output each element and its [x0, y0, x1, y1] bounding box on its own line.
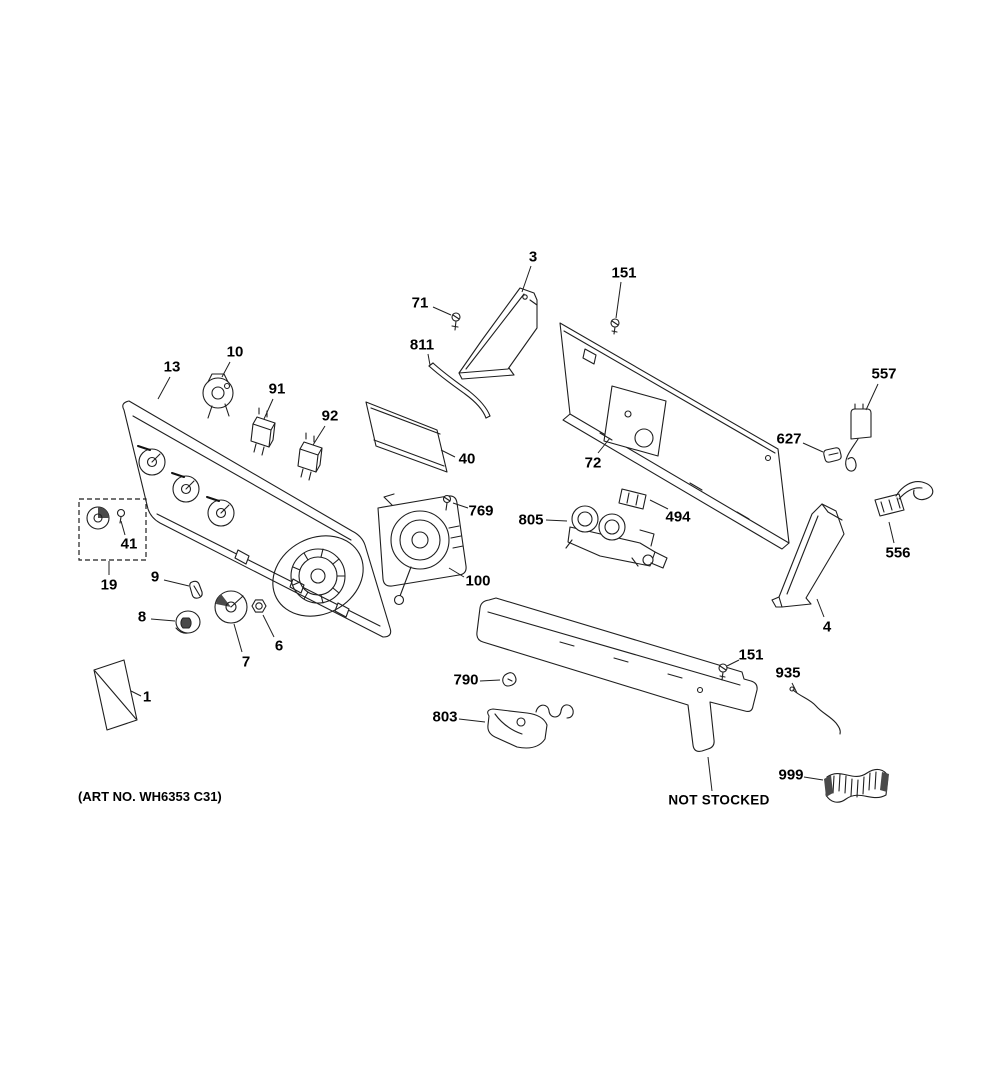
screw-151-bottom-drawing — [718, 663, 728, 681]
callout-6: 6 — [274, 637, 284, 655]
leader-line-3 — [521, 265, 532, 293]
callout-41: 41 — [120, 535, 138, 553]
callout-40: 40 — [458, 450, 476, 468]
leader-line-9 — [163, 579, 190, 587]
panel-insert-40-drawing — [365, 401, 448, 473]
screw-71-drawing — [451, 312, 461, 331]
bottom-bracket-drawing — [476, 597, 758, 752]
leader-lines-layer — [108, 265, 895, 792]
leader-line-not-stocked — [707, 756, 713, 792]
callout-627: 627 — [776, 430, 802, 448]
connector-494-drawing — [618, 488, 647, 510]
leader-line-13 — [157, 376, 171, 400]
leader-line-1 — [130, 690, 142, 697]
switch-92-drawing — [297, 432, 323, 481]
callout-not-stocked: NOT STOCKED — [668, 792, 770, 808]
callout-811: 811 — [409, 336, 435, 354]
leader-line-8 — [150, 618, 176, 622]
leader-line-999 — [803, 776, 824, 781]
leader-line-811 — [427, 353, 431, 366]
leader-line-494 — [649, 499, 669, 510]
callout-71: 71 — [411, 294, 429, 312]
callout-8: 8 — [137, 608, 147, 626]
leader-line-627 — [802, 442, 824, 453]
clip-790-drawing — [502, 672, 517, 687]
callout-91: 91 — [268, 380, 286, 398]
instruction-sheet-drawing — [93, 659, 138, 731]
callout-4: 4 — [822, 618, 832, 636]
callout-805: 805 — [518, 511, 544, 529]
leader-line-4 — [816, 598, 825, 618]
leader-line-790 — [479, 679, 501, 682]
callout-100: 100 — [465, 572, 491, 590]
callout-790: 790 — [453, 671, 479, 689]
rear-panel-drawing — [559, 322, 790, 550]
leader-line-935 — [791, 682, 798, 694]
leader-line-40 — [440, 449, 456, 458]
leader-line-72 — [597, 437, 611, 454]
callout-556: 556 — [885, 544, 911, 562]
hose-811-drawing — [428, 362, 491, 419]
switch-91-drawing — [250, 407, 276, 456]
callout-9: 9 — [150, 568, 160, 586]
leader-line-7 — [233, 623, 243, 653]
water-valve-drawing — [565, 505, 668, 569]
leader-line-151-top — [615, 281, 622, 319]
callout-1: 1 — [142, 688, 152, 706]
leader-line-10 — [221, 361, 231, 378]
connector-556-drawing — [874, 481, 934, 517]
cover-803-drawing — [487, 704, 574, 749]
leader-line-6 — [262, 614, 275, 638]
screw-151-top-drawing — [610, 318, 620, 335]
optional-kit-drawing — [78, 498, 147, 561]
callout-803: 803 — [432, 708, 458, 726]
callout-151-bottom: 151 — [738, 646, 764, 664]
nut-6-drawing — [251, 599, 267, 613]
switch-557-drawing — [845, 403, 872, 472]
callout-999: 999 — [778, 766, 804, 784]
timer-100-drawing — [377, 493, 467, 606]
leader-line-151-bottom — [726, 659, 740, 667]
callout-10: 10 — [226, 343, 244, 361]
callout-151-top: 151 — [611, 264, 637, 282]
callout-935: 935 — [775, 664, 801, 682]
callout-92: 92 — [321, 407, 339, 425]
leader-line-769 — [452, 502, 469, 509]
leader-line-41 — [120, 520, 126, 536]
control-panel-drawing — [122, 400, 392, 638]
callout-769: 769 — [468, 502, 494, 520]
clip-9-drawing — [189, 580, 203, 599]
leader-line-557 — [865, 383, 879, 411]
screw-769-drawing — [442, 494, 452, 511]
leader-line-556 — [888, 521, 895, 544]
leader-line-92 — [312, 425, 326, 446]
ribbon-999-drawing — [824, 768, 889, 803]
wire-935-drawing — [789, 686, 841, 735]
callout-72: 72 — [584, 454, 602, 472]
dial-7-drawing — [214, 590, 248, 624]
callout-494: 494 — [665, 508, 691, 526]
callout-557: 557 — [871, 365, 897, 383]
callout-7: 7 — [241, 653, 251, 671]
right-bracket-drawing — [771, 503, 845, 608]
knob-8-drawing — [175, 610, 201, 634]
art-number-text: (ART NO. WH6353 C31) — [78, 789, 222, 804]
leader-line-71 — [432, 306, 452, 316]
leader-line-91 — [263, 398, 274, 420]
leader-line-803 — [458, 718, 486, 723]
switch-10-drawing — [202, 373, 234, 419]
leader-line-100 — [448, 567, 465, 578]
left-bracket-drawing — [458, 287, 538, 380]
callout-19: 19 — [100, 576, 118, 594]
callout-3: 3 — [528, 248, 538, 266]
callout-13: 13 — [163, 358, 181, 376]
leader-line-805 — [545, 519, 568, 522]
grommet-627-drawing — [823, 447, 842, 463]
